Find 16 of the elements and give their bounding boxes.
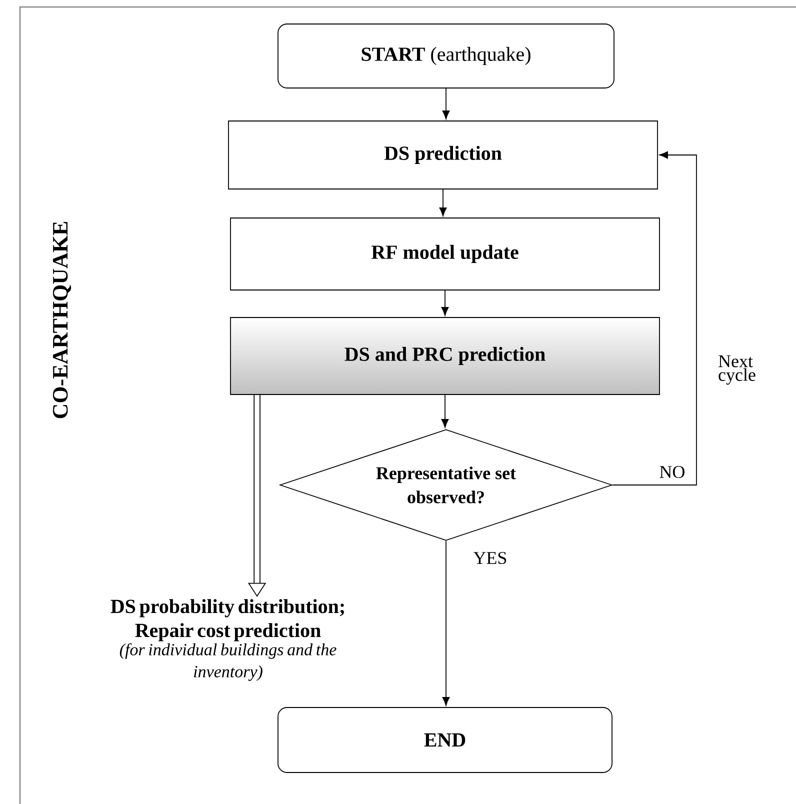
arrow <box>442 88 450 120</box>
process-box: RF model update <box>230 218 660 290</box>
side-label: CO-EARTHQUAKE <box>52 222 72 418</box>
arrow <box>442 540 450 706</box>
terminal-box: END <box>278 707 612 773</box>
arrow <box>441 394 449 428</box>
process-box: DS prediction <box>228 120 658 190</box>
output-text: DS probability distribution; Repair cost prediction (for individual buildings and the inventory) <box>110 599 344 681</box>
arrow <box>439 189 447 216</box>
arrow <box>441 290 449 316</box>
edge-label: NO <box>658 464 686 480</box>
note-label: Next cycle <box>718 355 756 385</box>
edge-label: YES <box>472 550 508 566</box>
terminal-box: START (earthquake) <box>278 24 614 88</box>
process-box: DS and PRC prediction <box>230 317 660 395</box>
arrow <box>612 151 697 486</box>
